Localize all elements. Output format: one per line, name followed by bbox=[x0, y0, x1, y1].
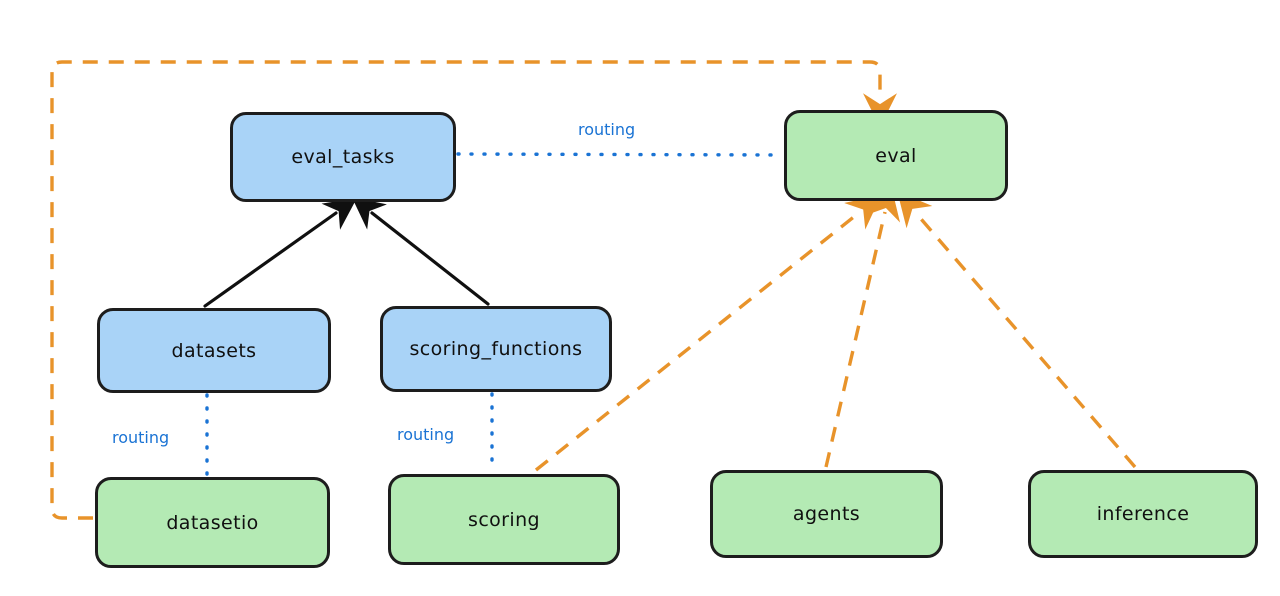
edge-label-routing-eval: routing bbox=[578, 120, 636, 139]
edge-scoring-eval bbox=[534, 195, 882, 472]
node-label-datasets: datasets bbox=[171, 339, 257, 362]
edge-datasetio-eval bbox=[50, 60, 897, 520]
node-datasetio[interactable]: datasetio bbox=[95, 477, 330, 568]
node-label-scoring: scoring bbox=[468, 508, 540, 531]
node-label-eval-tasks: eval_tasks bbox=[291, 146, 395, 168]
edge-scoring_functions-eval_tasks bbox=[351, 197, 490, 306]
node-label-datasetio: datasetio bbox=[166, 511, 259, 534]
edge-inference-eval bbox=[897, 191, 1137, 469]
node-agents[interactable]: agents bbox=[710, 470, 943, 558]
edge-label-routing-scoring: routing bbox=[397, 425, 455, 444]
node-eval-tasks[interactable]: eval_tasks bbox=[230, 112, 456, 202]
edge-datasets-eval_tasks bbox=[203, 198, 357, 308]
edge-label-routing-datasetio: routing bbox=[112, 428, 170, 447]
edge-eval_tasks-eval bbox=[456, 152, 784, 157]
node-scoring[interactable]: scoring bbox=[388, 474, 620, 565]
node-eval[interactable]: eval bbox=[784, 110, 1008, 201]
node-label-agents: agents bbox=[792, 503, 861, 525]
node-scoring-functions[interactable]: scoring_functions bbox=[380, 306, 612, 392]
node-label-eval: eval bbox=[875, 144, 917, 167]
node-inference[interactable]: inference bbox=[1028, 470, 1258, 558]
edge-agents-eval bbox=[824, 185, 901, 468]
node-datasets[interactable]: datasets bbox=[97, 308, 331, 393]
node-label-inference: inference bbox=[1096, 503, 1190, 525]
node-label-scoring-functions: scoring_functions bbox=[409, 338, 583, 360]
